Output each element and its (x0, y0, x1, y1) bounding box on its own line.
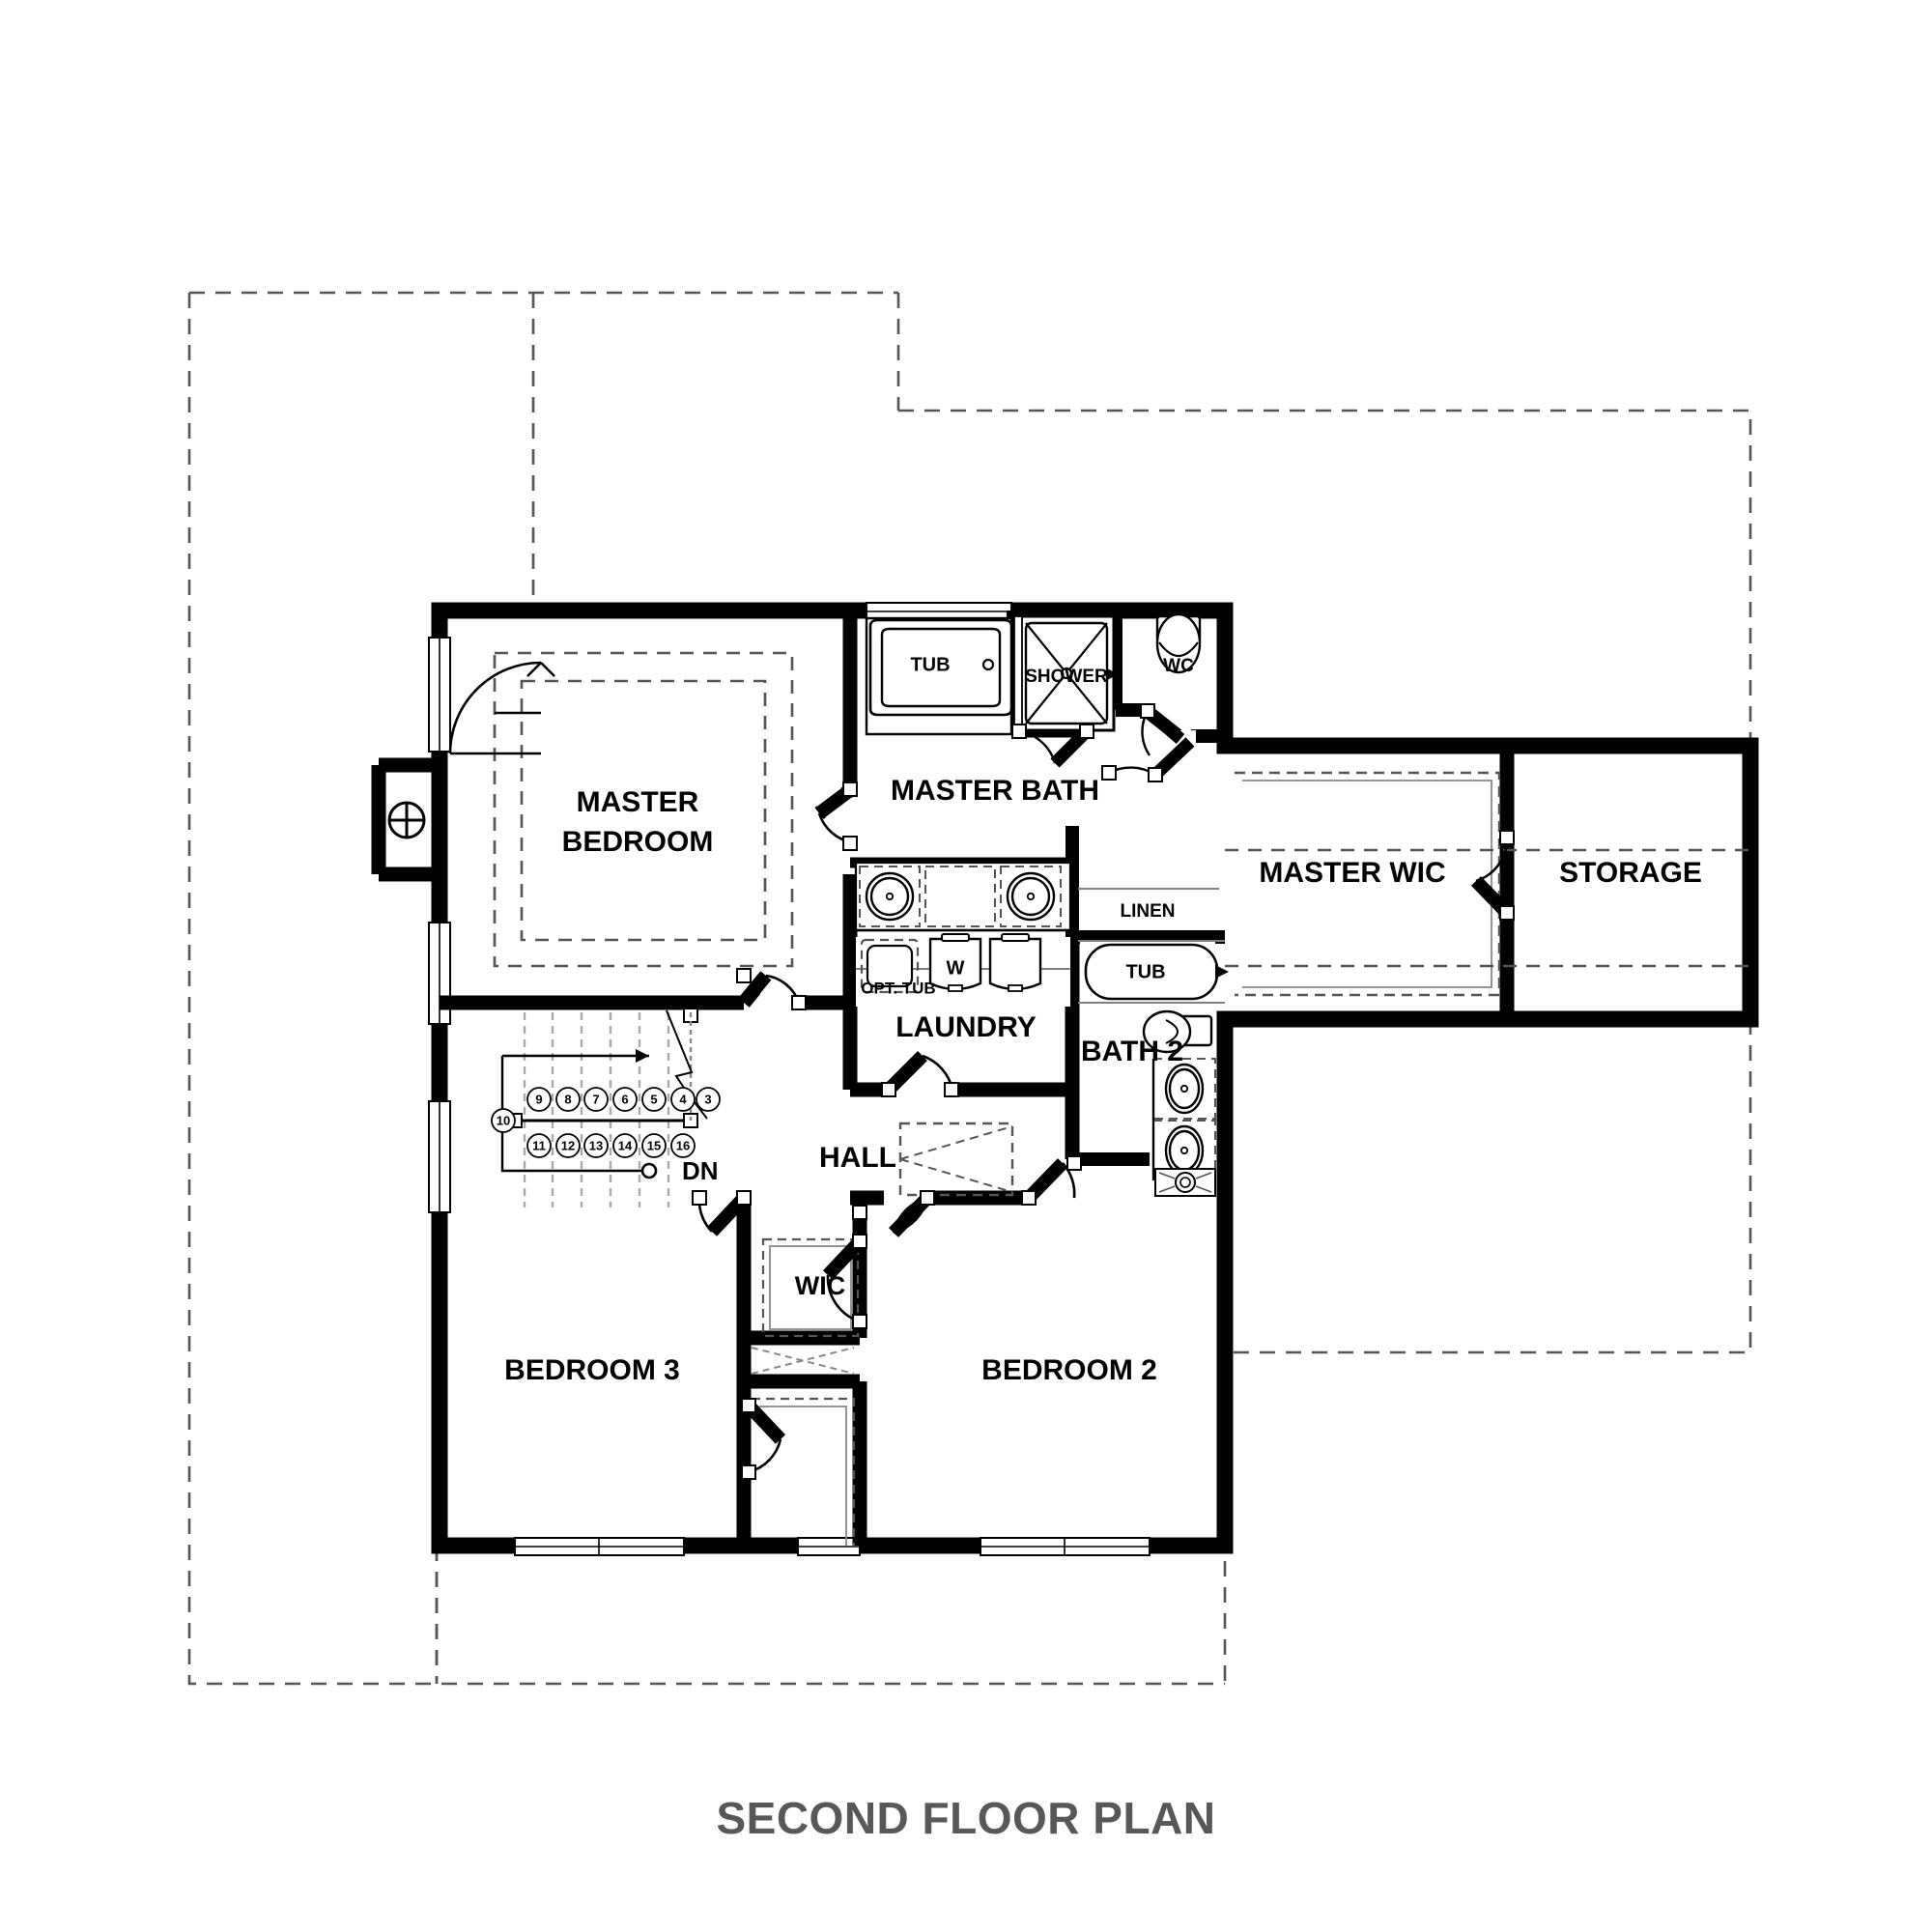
svg-text:16: 16 (676, 1138, 690, 1152)
svg-text:14: 14 (618, 1138, 633, 1152)
shower-label: SHOWER (1025, 667, 1108, 687)
bath2-fixtures: TUB (1078, 940, 1229, 1197)
master-sink-right (1006, 871, 1056, 922)
door-jambs (692, 703, 1515, 1480)
svg-text:13: 13 (589, 1138, 603, 1152)
master-bath-shower: SHOWER (1013, 614, 1119, 732)
svg-text:6: 6 (621, 1092, 628, 1106)
bay-window-projection (371, 757, 440, 882)
opt-tub-label: OPT. TUB (861, 979, 935, 997)
label-master-bedroom-line2: BEDROOM (562, 826, 714, 858)
exterior-wall-outline (431, 602, 1759, 1554)
svg-text:4: 4 (679, 1092, 687, 1106)
label-master-bedroom-line1: MASTER (577, 786, 699, 818)
laundry-fixtures: OPT. TUB W (856, 933, 1070, 1007)
svg-text:11: 11 (532, 1138, 546, 1152)
label-hall: HALL (819, 1142, 896, 1174)
svg-text:9: 9 (535, 1092, 542, 1106)
svg-text:10: 10 (497, 1113, 510, 1127)
master-wc: WC (1155, 612, 1202, 676)
hall-attic-access (898, 1122, 1014, 1197)
windows (428, 602, 1151, 1556)
bath2-tub-label: TUB (1125, 961, 1165, 982)
label-bath-2: BATH 2 (1081, 1036, 1183, 1067)
linen-closet: LINEN (1078, 888, 1219, 922)
master-bath-vanity (854, 861, 1072, 932)
label-wic: WIC (795, 1271, 845, 1300)
label-storage: STORAGE (1559, 857, 1702, 889)
dryer-body (988, 937, 1042, 991)
label-bedroom-3: BEDROOM 3 (504, 1354, 680, 1386)
stair-treads-top: 9 8 7 6 5 4 3 (526, 1087, 721, 1112)
wc-label: WC (1163, 656, 1194, 676)
svg-text:8: 8 (564, 1092, 571, 1106)
svg-text:3: 3 (704, 1092, 711, 1106)
bath2-sink-upper (1164, 1063, 1205, 1115)
bath2-sink-lower (1164, 1124, 1205, 1177)
label-bedroom-2: BEDROOM 2 (981, 1354, 1157, 1386)
master-tub-label: TUB (910, 654, 950, 675)
room-labels: MASTER BEDROOM MASTER BATH MASTER WIC ST… (504, 775, 1702, 1386)
stair-dn-label: DN (682, 1156, 719, 1185)
tray-ceiling-dashed (493, 651, 794, 968)
stair-treads-bottom: 11 12 13 14 15 16 (526, 1133, 696, 1158)
label-laundry: LAUNDRY (895, 1011, 1037, 1043)
exterior-walls (371, 602, 1759, 1554)
label-master-wic: MASTER WIC (1259, 857, 1445, 889)
master-bath-tub: TUB (865, 616, 1013, 736)
washer-label: W (947, 957, 965, 979)
label-master-bath: MASTER BATH (891, 775, 1099, 807)
svg-text:7: 7 (592, 1092, 599, 1106)
staircase: DN 9 8 7 6 5 4 3 10 11 12 13 14 15 (491, 1008, 721, 1208)
svg-text:12: 12 (561, 1138, 575, 1152)
svg-text:5: 5 (650, 1092, 657, 1106)
svg-text:15: 15 (647, 1138, 661, 1152)
opt-tub-outline (860, 938, 920, 994)
plan-title-bar: SECOND FLOOR PLAN (0, 1792, 1932, 1844)
master-wic-shelving (1225, 771, 1750, 997)
master-sink-left (865, 871, 915, 922)
page-title: SECOND FLOOR PLAN (716, 1793, 1216, 1843)
linen-label: LINEN (1121, 901, 1176, 922)
bedroom-closets (751, 1237, 860, 1546)
master-bedroom-door (448, 661, 555, 755)
